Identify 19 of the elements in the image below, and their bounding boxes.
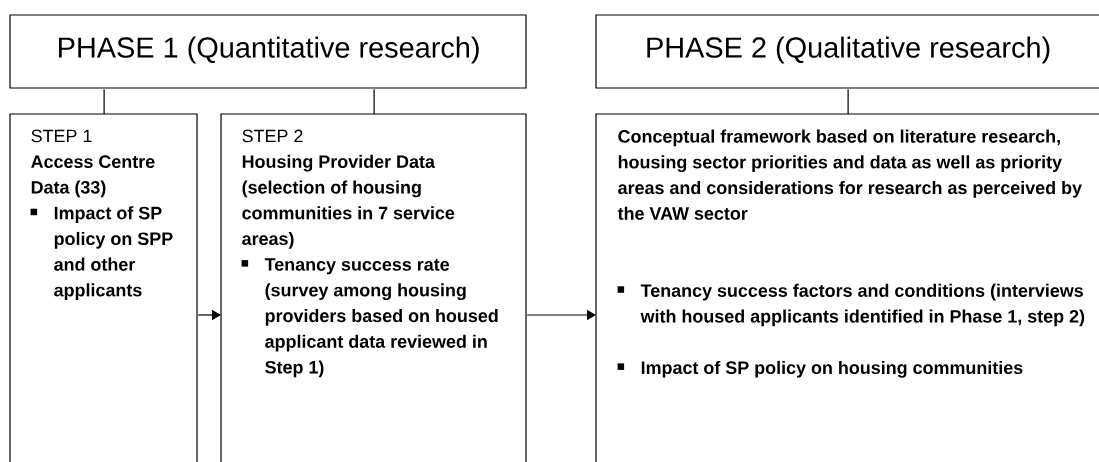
bullet-text: Tenancy success rate (survey among housing providers based on housed applicant data reviewed in Step 1) — [264, 258, 498, 378]
framework-box — [595, 113, 1099, 462]
connector-line — [847, 88, 849, 115]
connector-line — [373, 88, 375, 115]
step-box — [220, 113, 527, 462]
bullet-text: Tenancy success factors and conditions (interviews with housed applicants identified in Phase 1, step 2) — [640, 283, 1085, 327]
step-box — [9, 113, 198, 462]
connector-line — [103, 88, 105, 115]
bullet-text: Impact of SP policy on SPP and other applicants — [54, 206, 173, 301]
phase-title: PHASE 2 (Qualitative research) — [647, 36, 1050, 64]
phase-box — [595, 14, 1099, 89]
phase-box — [9, 14, 527, 89]
box-heading: Conceptual framework based on literature research, housing sector priorities and data as well as priority areas and considerations for research as perceived by the VAW sector — [617, 129, 1082, 220]
box-heading: Access Centre Data (33) — [31, 155, 155, 198]
step-label: STEP 1 — [31, 129, 92, 143]
bullet-text: Impact of SP policy on housing communities — [641, 360, 1023, 378]
phase-title: PHASE 1 (Quantitative research) — [59, 36, 479, 64]
box-heading: Housing Provider Data (selection of housing communities in 7 service areas) — [242, 154, 455, 249]
step-label: STEP 2 — [242, 129, 303, 143]
